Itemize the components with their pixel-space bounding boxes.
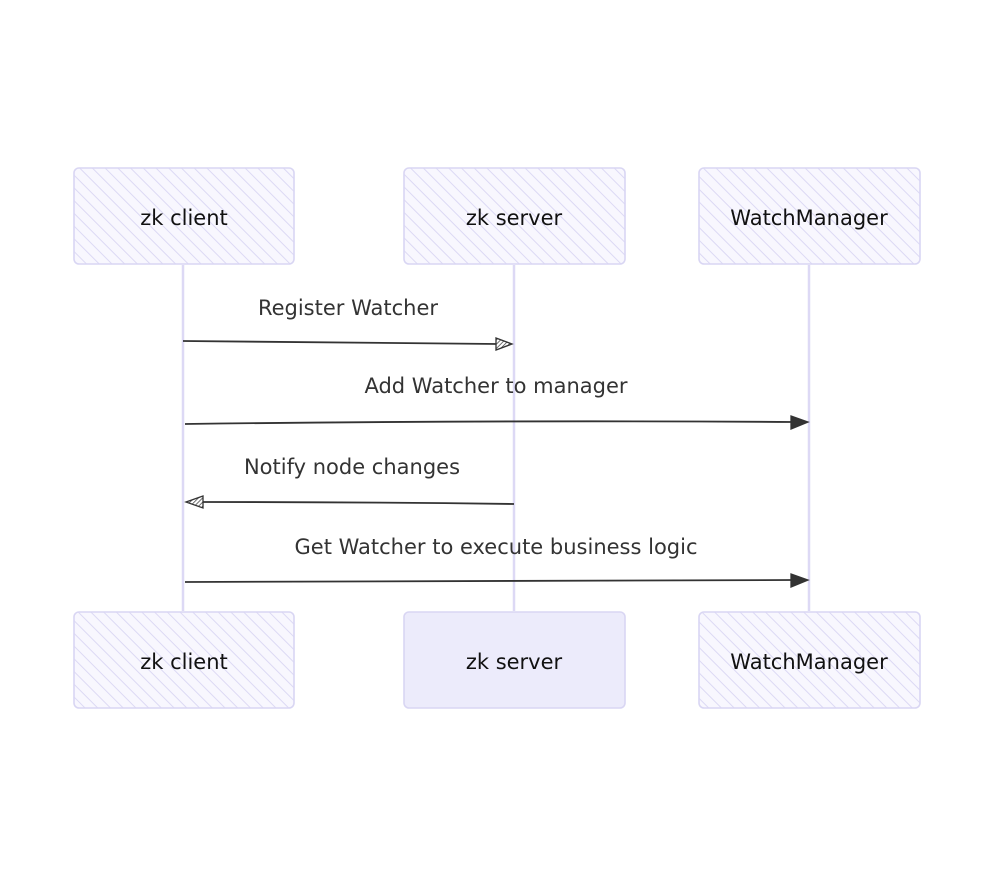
- actor-label: WatchManager: [730, 650, 888, 674]
- message-label: Get Watcher to execute business logic: [295, 535, 698, 559]
- message-label: Notify node changes: [244, 455, 460, 479]
- message-arrow-line: [201, 501, 515, 505]
- arrowhead-icon: [790, 415, 810, 430]
- actor-bottom-zk-server: zk server: [403, 611, 626, 709]
- message-notify-node-changes: Notify node changes: [184, 455, 515, 509]
- actor-label: zk server: [466, 206, 563, 230]
- actor-bottom-zk-client: zk client: [73, 611, 295, 709]
- message-arrow-line: [182, 340, 499, 345]
- message-register-watcher: Register Watcher: [182, 296, 514, 351]
- arrowhead-icon: [495, 337, 514, 351]
- message-add-watcher: Add Watcher to manager: [184, 374, 810, 430]
- actor-label: WatchManager: [730, 206, 888, 230]
- message-label: Register Watcher: [258, 296, 438, 320]
- actor-top-zk-client: zk client: [73, 167, 295, 265]
- message-label: Add Watcher to manager: [364, 374, 627, 398]
- arrowhead-icon: [184, 495, 204, 509]
- actor-label: zk client: [140, 650, 228, 674]
- actor-label: zk server: [466, 650, 563, 674]
- message-get-watcher: Get Watcher to execute business logic: [184, 535, 810, 588]
- arrowhead-icon: [790, 573, 810, 588]
- message-arrow-line: [184, 420, 795, 425]
- message-arrow-line: [184, 579, 795, 583]
- actor-bottom-watchmanager: WatchManager: [698, 611, 921, 709]
- actor-top-watchmanager: WatchManager: [698, 167, 921, 265]
- actor-top-zk-server: zk server: [403, 167, 626, 265]
- actor-label: zk client: [140, 206, 228, 230]
